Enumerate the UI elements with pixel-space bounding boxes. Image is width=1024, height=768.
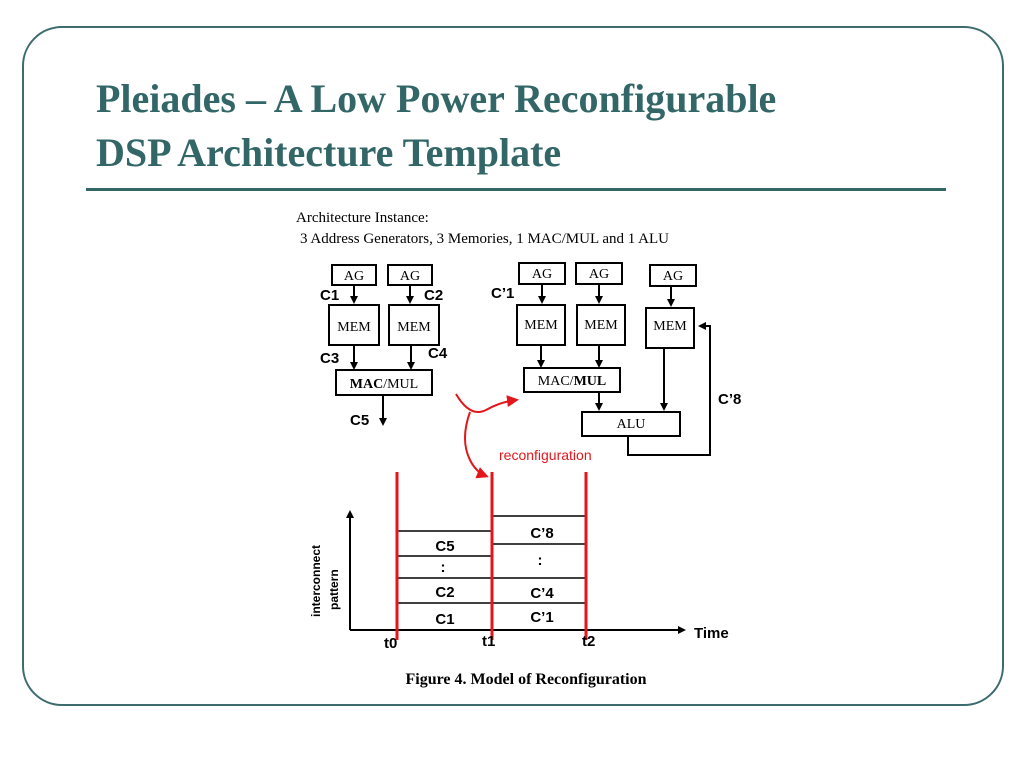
alu-box: [581, 411, 681, 437]
reconfiguration-label: reconfiguration: [499, 447, 592, 463]
right-mem-box-1: [516, 304, 566, 346]
y-axis-label-line-1: interconnect: [309, 545, 323, 617]
right-ag-box-2: [575, 262, 623, 285]
right-ag-label-1: AG: [532, 267, 552, 282]
right-mem-box-3: [645, 307, 695, 349]
left-cell-ellipsis: :: [441, 559, 446, 576]
right-mem-label-2: MEM: [584, 318, 618, 333]
reconfig-arrow-lower: [464, 411, 489, 479]
right-mem-label-1: MEM: [524, 318, 558, 333]
right-cell-c-prime-4: C’4: [530, 585, 554, 602]
right-mac-mul-label: MAC/MUL: [538, 374, 606, 389]
left-ag-label-1: AG: [344, 269, 364, 284]
instance-description: 3 Address Generators, 3 Memories, 1 MAC/…: [300, 231, 669, 247]
left-mac-mul-box: [335, 369, 433, 396]
right-configuration: AG AG AG C’1 MEM MEM MEM MAC/MUL ALU C’8: [491, 262, 741, 456]
x-axis-label: Time: [694, 625, 729, 642]
right-ag-label-2: AG: [589, 267, 609, 282]
instance-title: Architecture Instance:: [296, 210, 429, 226]
tick-t1: t1: [482, 633, 495, 650]
y-axis-label-line-2: pattern: [327, 569, 341, 610]
label-c2: C2: [424, 287, 443, 304]
label-c5: C5: [350, 412, 369, 429]
label-c3: C3: [320, 350, 339, 367]
left-mac-mul-label: MAC/MUL: [350, 377, 418, 392]
left-mem-box-2: [388, 304, 440, 346]
alu-label: ALU: [617, 417, 646, 432]
right-mem-label-3: MEM: [653, 319, 687, 334]
right-mem-box-2: [576, 304, 626, 346]
timeline-diagram: Time interconnect pattern t0 t1 t2 C5 : …: [309, 472, 729, 652]
label-c1: C1: [320, 287, 339, 304]
right-cell-c-prime-1: C’1: [530, 609, 553, 626]
left-cell-c1: C1: [435, 611, 454, 628]
right-cell-c-prime-8: C’8: [530, 525, 553, 542]
figure-caption: Figure 4. Model of Reconfiguration: [405, 671, 646, 688]
left-cell-c5: C5: [435, 538, 454, 555]
label-c4: C4: [428, 345, 448, 362]
right-cell-ellipsis: :: [538, 552, 543, 569]
left-mac-bold: MAC: [350, 377, 383, 392]
left-mem-label-2: MEM: [397, 320, 431, 335]
title-underline: [86, 188, 946, 191]
title-line-1: Pleiades – A Low Power Reconfigurable: [96, 76, 777, 121]
right-mac-rest: MAC/: [538, 374, 574, 389]
slide-title: Pleiades – A Low Power Reconfigurable DS…: [96, 72, 956, 180]
slide-frame: [22, 26, 1004, 706]
label-c-prime-1: C’1: [491, 285, 514, 302]
tick-t2: t2: [582, 633, 595, 650]
label-c-prime-8: C’8: [718, 391, 741, 408]
tick-t0: t0: [384, 635, 397, 652]
left-ag-label-2: AG: [400, 269, 420, 284]
left-mem-label-1: MEM: [337, 320, 371, 335]
reconfig-arrow-upper: [455, 393, 519, 413]
right-ag-box-1: [518, 262, 566, 285]
left-ag-box-1: [331, 264, 377, 286]
left-mul-rest: /MUL: [383, 377, 418, 392]
feedback-link-c-prime-8: [627, 322, 711, 456]
right-mac-mul-box: [523, 367, 621, 393]
right-ag-box-3: [649, 264, 697, 287]
left-mem-box-1: [328, 304, 380, 346]
right-mul-bold: MUL: [574, 374, 607, 389]
left-ag-box-2: [387, 264, 433, 286]
right-ag-label-3: AG: [663, 269, 683, 284]
left-cell-c2: C2: [435, 584, 454, 601]
title-line-2: DSP Architecture Template: [96, 130, 562, 175]
left-configuration: AG AG C1 C2 MEM MEM C3 C4 MAC/MUL C5: [320, 264, 448, 429]
